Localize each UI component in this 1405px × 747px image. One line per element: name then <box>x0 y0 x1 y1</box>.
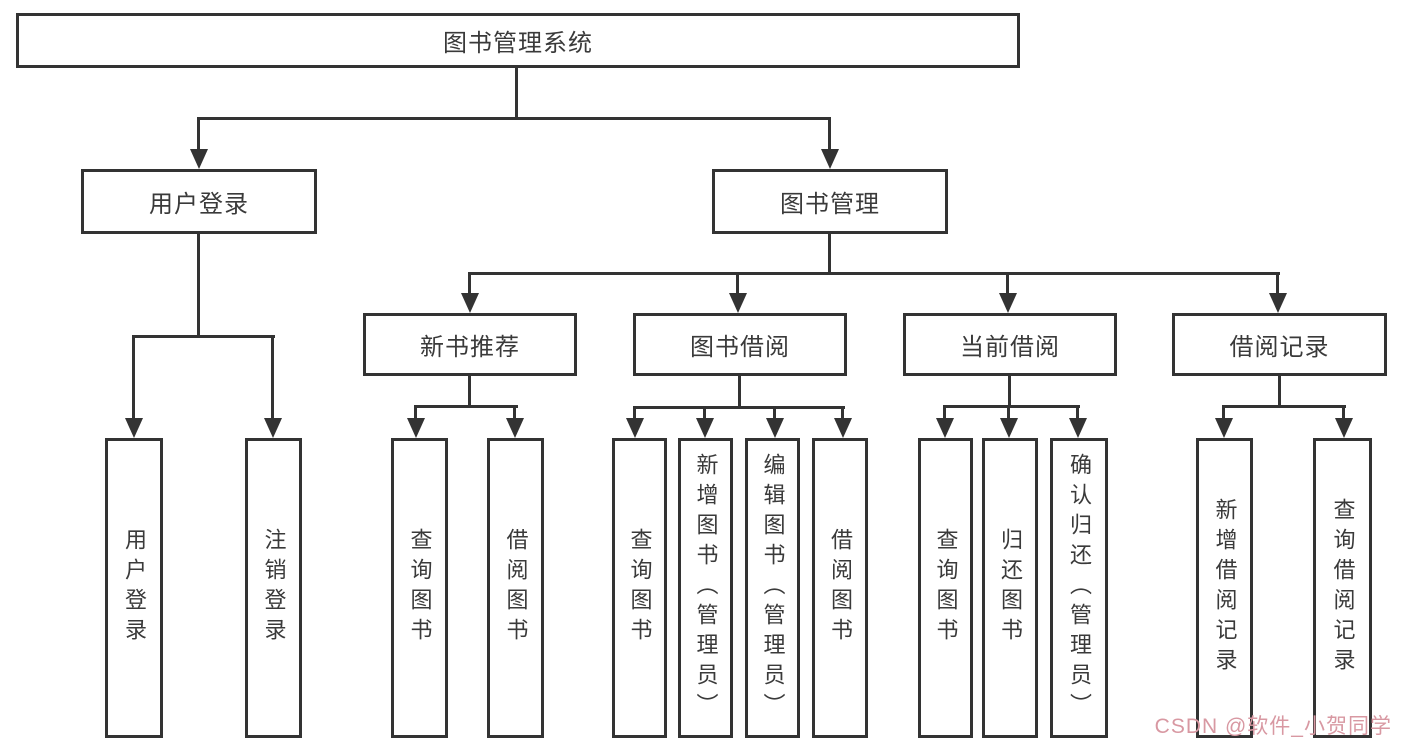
node-cb-query-book: 查询图书 <box>918 438 973 738</box>
arrow-down-icon <box>834 418 852 438</box>
connector-vline <box>271 335 274 419</box>
connector-vline <box>197 234 200 337</box>
connector-hline <box>633 406 845 409</box>
node-current-borrow: 当前借阅 <box>903 313 1117 376</box>
connector-hline <box>468 272 1280 275</box>
connector-vline <box>414 405 417 419</box>
arrow-down-icon <box>936 418 954 438</box>
node-bb-query-book: 查询图书 <box>612 438 667 738</box>
node-br-query-record: 查询借阅记录 <box>1313 438 1372 738</box>
arrow-down-icon <box>461 293 479 313</box>
connector-vline <box>1007 405 1010 419</box>
node-nb-query-book: 查询图书 <box>391 438 448 738</box>
node-book-management: 图书管理 <box>712 169 948 234</box>
connector-vline <box>132 335 135 419</box>
node-bb-add-book: 新增图书（管理员） <box>678 438 733 738</box>
connector-vline <box>736 272 739 295</box>
node-bb-edit-book: 编辑图书（管理员） <box>745 438 800 738</box>
arrow-down-icon <box>766 418 784 438</box>
arrow-down-icon <box>729 293 747 313</box>
connector-hline <box>197 117 831 120</box>
connector-vline <box>633 406 636 419</box>
connector-vline <box>197 117 200 150</box>
arrow-down-icon <box>190 149 208 169</box>
connector-vline <box>1222 405 1225 419</box>
node-leaf-user-login: 用户登录 <box>105 438 163 738</box>
connector-vline <box>1278 376 1281 407</box>
connector-vline <box>943 405 946 419</box>
connector-hline <box>1222 405 1346 408</box>
arrow-down-icon <box>407 418 425 438</box>
node-nb-borrow-book: 借阅图书 <box>487 438 544 738</box>
connector-vline <box>738 376 741 408</box>
node-cb-confirm-return: 确认归还（管理员） <box>1050 438 1108 738</box>
arrow-down-icon <box>1335 418 1353 438</box>
node-new-book-recommend: 新书推荐 <box>363 313 577 376</box>
arrow-down-icon <box>1215 418 1233 438</box>
connector-vline <box>468 272 471 295</box>
node-user-login: 用户登录 <box>81 169 317 234</box>
connector-vline <box>1276 272 1279 295</box>
node-book-borrow: 图书借阅 <box>633 313 847 376</box>
node-root-system: 图书管理系统 <box>16 13 1020 68</box>
connector-vline <box>841 406 844 419</box>
arrow-down-icon <box>626 418 644 438</box>
connector-hline <box>414 405 518 408</box>
node-borrow-record: 借阅记录 <box>1172 313 1387 376</box>
connector-vline <box>468 376 471 407</box>
connector-vline <box>1076 405 1079 419</box>
node-br-add-record: 新增借阅记录 <box>1196 438 1253 738</box>
node-cb-return-book: 归还图书 <box>982 438 1038 738</box>
connector-vline <box>1008 376 1011 407</box>
arrow-down-icon <box>1269 293 1287 313</box>
connector-vline <box>513 405 516 419</box>
arrow-down-icon <box>821 149 839 169</box>
arrow-down-icon <box>696 418 714 438</box>
arrow-down-icon <box>1000 418 1018 438</box>
arrow-down-icon <box>264 418 282 438</box>
node-leaf-logout-login: 注销登录 <box>245 438 302 738</box>
connector-hline <box>943 405 1080 408</box>
connector-vline <box>1006 272 1009 295</box>
connector-vline <box>828 117 831 150</box>
connector-hline <box>132 335 275 338</box>
arrow-down-icon <box>1069 418 1087 438</box>
arrow-down-icon <box>999 293 1017 313</box>
connector-vline <box>773 406 776 419</box>
connector-vline <box>1342 405 1345 419</box>
arrow-down-icon <box>506 418 524 438</box>
node-bb-borrow-book: 借阅图书 <box>812 438 868 738</box>
csdn-watermark: CSDN @软件_小贺同学 <box>1154 715 1392 738</box>
arrow-down-icon <box>125 418 143 438</box>
connector-vline <box>515 68 518 118</box>
connector-vline <box>703 406 706 419</box>
connector-vline <box>828 234 831 275</box>
